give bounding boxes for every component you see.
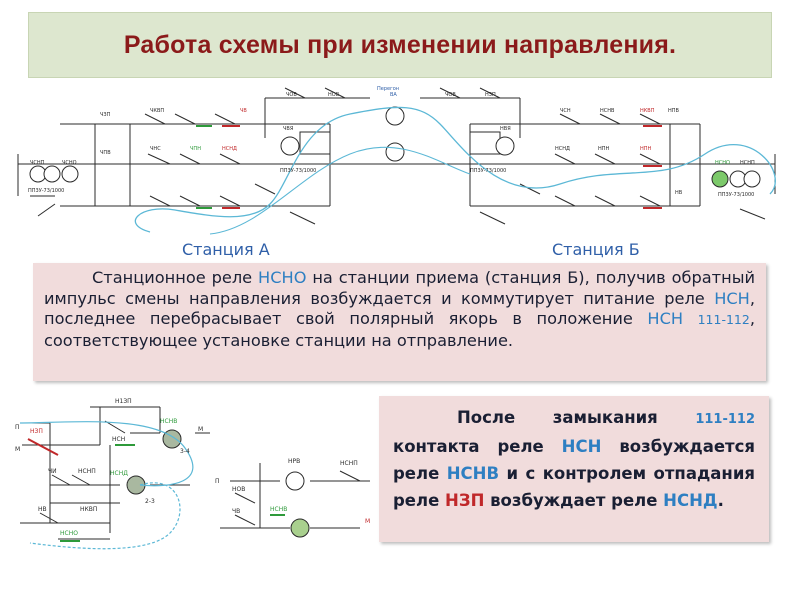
relay-nsn: НСН <box>714 288 750 308</box>
svg-text:ЧВЯ: ЧВЯ <box>283 126 293 132</box>
svg-text:НСНП: НСНП <box>740 160 755 166</box>
relay-nzp-note: НЗП <box>445 491 485 510</box>
svg-text:ЧПН: ЧПН <box>190 146 201 152</box>
svg-text:ВА: ВА <box>390 92 397 98</box>
svg-text:НСН: НСН <box>112 436 125 443</box>
svg-text:ПП3У-73/1000: ПП3У-73/1000 <box>470 168 506 174</box>
svg-text:ЧВ: ЧВ <box>240 108 247 114</box>
svg-text:НПН: НПН <box>598 146 610 152</box>
svg-text:НСНВ: НСНВ <box>270 506 287 513</box>
svg-text:НВ: НВ <box>38 506 47 513</box>
svg-text:НКВП: НКВП <box>640 108 655 114</box>
station-a-label: Станция А <box>182 240 270 259</box>
svg-text:М: М <box>365 518 370 525</box>
svg-text:ЧОВ: ЧОВ <box>445 92 456 98</box>
svg-text:ЧОВ: ЧОВ <box>286 92 297 98</box>
description-text: Станционное реле НСНО на станции приема … <box>44 268 755 350</box>
contact-number-note: 111-112 <box>695 412 755 427</box>
svg-text:НСНД: НСНД <box>222 146 237 152</box>
svg-text:НОВ: НОВ <box>232 486 245 493</box>
svg-text:НОВ: НОВ <box>328 92 340 98</box>
svg-text:НПВ: НПВ <box>668 108 680 114</box>
svg-text:НСНО: НСНО <box>715 160 730 166</box>
circuit-schematic: ЧСНП ЧСНО ЧПВ ЧЗП ЧКВП ЧНС ЧПН НСНД ЧВ Ч… <box>17 86 776 235</box>
svg-text:НПН: НПН <box>640 146 652 152</box>
description-panel: Станционное реле НСНО на станции приема … <box>33 263 766 381</box>
svg-text:НКВП: НКВП <box>80 506 97 513</box>
detail-schematic-left: Н1ЗП НЗП НСНВ НСН ЧИ НСНП НВ НСНО НСНД Н… <box>15 398 210 550</box>
svg-text:ЧПВ: ЧПВ <box>100 150 111 156</box>
svg-text:ЧВ: ЧВ <box>232 508 240 515</box>
station-b-label: Станция Б <box>552 240 640 259</box>
svg-text:ЧСН: ЧСН <box>560 108 571 114</box>
svg-text:НЗП: НЗП <box>30 428 43 435</box>
svg-text:ПП3У-73/1000: ПП3У-73/1000 <box>280 168 316 174</box>
svg-text:ЧНС: ЧНС <box>150 146 161 152</box>
svg-text:НСНО: НСНО <box>60 530 78 537</box>
relay-nsn-position: НСН <box>647 309 684 328</box>
svg-text:НРВ: НРВ <box>288 458 300 465</box>
svg-text:П: П <box>215 478 220 485</box>
svg-text:ПП3У-73/1000: ПП3У-73/1000 <box>718 192 754 198</box>
svg-text:2-3: 2-3 <box>145 498 155 505</box>
svg-text:ЧСНО: ЧСНО <box>62 160 77 166</box>
svg-text:НСНД: НСНД <box>110 470 128 477</box>
svg-text:ЧЗП: ЧЗП <box>100 112 111 118</box>
svg-text:ЧИ: ЧИ <box>48 468 57 475</box>
page-title: Работа схемы при изменении направления. <box>123 30 677 59</box>
svg-text:ЧСНП: ЧСНП <box>30 160 45 166</box>
svg-text:ЧКВП: ЧКВП <box>150 108 164 114</box>
svg-text:НСНД: НСНД <box>555 146 570 152</box>
svg-text:М: М <box>198 426 203 433</box>
note-text: После замыкания 111-112 контакта реле НС… <box>393 408 755 510</box>
svg-text:Перегон: Перегон <box>377 86 399 92</box>
svg-text:НВЯ: НВЯ <box>500 126 511 132</box>
title-banner: Работа схемы при изменении направления. <box>28 12 772 78</box>
svg-text:НСНП: НСНП <box>340 460 358 467</box>
svg-text:3-4: 3-4 <box>180 448 190 455</box>
relay-nsnd-note: НСНД <box>663 491 718 510</box>
svg-text:НЗП: НЗП <box>485 92 496 98</box>
svg-text:НСНВ: НСНВ <box>600 108 615 114</box>
relay-nsnv-note: НСНВ <box>446 464 500 483</box>
contact-number: 111-112 <box>697 312 750 327</box>
svg-text:НСНП: НСНП <box>78 468 96 475</box>
svg-text:НСНВ: НСНВ <box>160 418 177 425</box>
svg-text:М: М <box>15 446 20 453</box>
svg-text:ПП3У-73/1000: ПП3У-73/1000 <box>28 188 64 194</box>
relay-nsn-note: НСН <box>561 437 602 456</box>
svg-text:Н1ЗП: Н1ЗП <box>115 398 132 405</box>
relay-nsno: НСНО <box>258 268 307 287</box>
detail-schematic-mid: НРВ НСНП НОВ НСНВ ЧВ П М <box>215 458 370 538</box>
svg-text:НВ: НВ <box>675 190 683 196</box>
svg-text:П: П <box>15 424 20 431</box>
note-panel: После замыкания 111-112 контакта реле НС… <box>379 396 769 542</box>
